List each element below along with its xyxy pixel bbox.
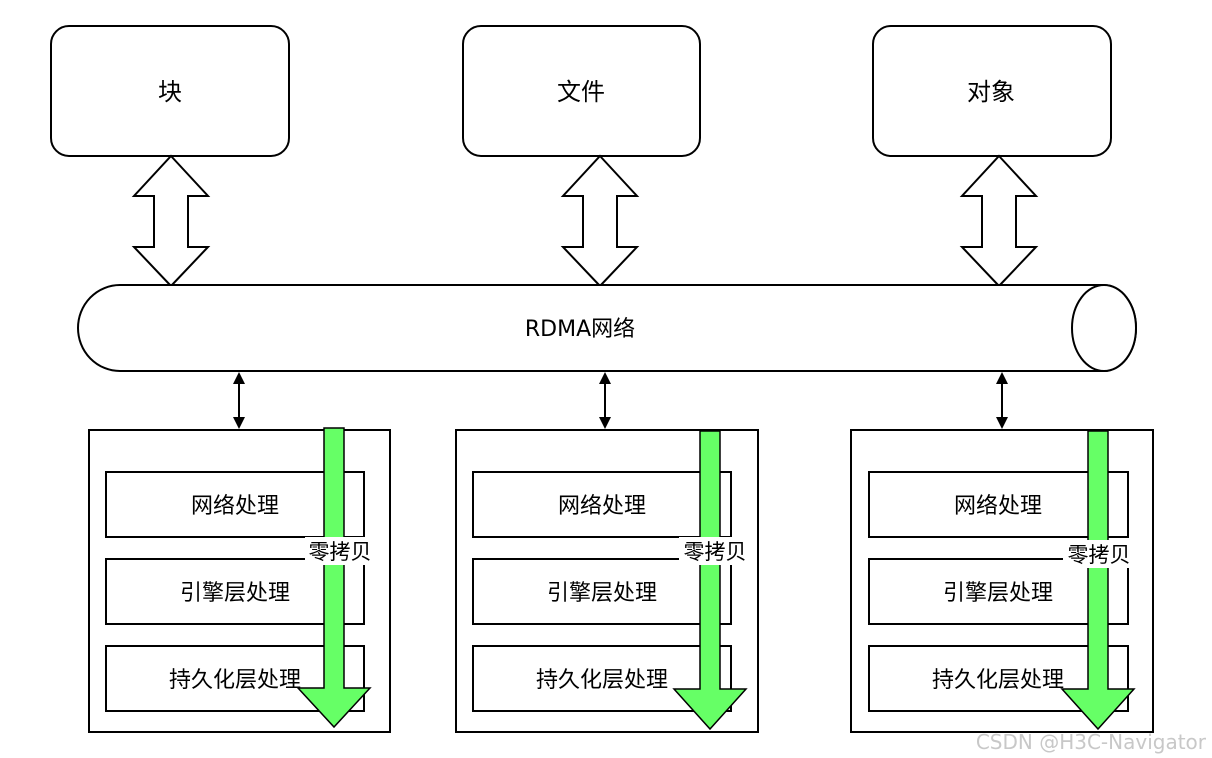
layer-box (868, 471, 1129, 538)
rdma-network-cylinder: RDMA网络 (77, 284, 1137, 372)
zero-copy-arrow (296, 427, 372, 729)
layer-label-network: 网络处理 (954, 494, 1042, 519)
layer-label-persistence: 持久化层处理 (169, 668, 301, 693)
layer-label-engine: 引擎层处理 (943, 581, 1053, 606)
zero-copy-arrow (1060, 430, 1136, 731)
zero-copy-arrow (672, 430, 748, 731)
top-box-label: 对象 (967, 78, 1015, 106)
top-box-file: 文件 (462, 25, 701, 157)
layer-box (472, 558, 732, 625)
storage-node: 网络处理 引擎层处理 持久化层处理 零拷贝 (455, 429, 759, 733)
zero-copy-label: 零拷贝 (309, 540, 372, 564)
layer-box (472, 471, 732, 538)
bidirectional-arrow (560, 154, 640, 288)
connector-arrow (599, 372, 611, 429)
top-box-label: 文件 (557, 78, 605, 106)
watermark: CSDN @H3C-Navigator (975, 730, 1206, 754)
layer-box (105, 558, 365, 625)
layer-box (868, 558, 1129, 625)
top-box-block: 块 (50, 25, 290, 157)
layer-label-network: 网络处理 (191, 494, 279, 519)
layer-label-engine: 引擎层处理 (547, 581, 657, 606)
network-label: RDMA网络 (525, 317, 635, 342)
bidirectional-arrow (959, 154, 1039, 288)
bidirectional-arrow (131, 154, 211, 288)
connector-arrow (996, 372, 1008, 429)
connector-arrow (233, 372, 245, 429)
top-box-label: 块 (158, 78, 182, 106)
layer-box (105, 645, 365, 712)
layer-label-persistence: 持久化层处理 (932, 668, 1064, 693)
layer-box (105, 471, 365, 538)
layer-label-network: 网络处理 (558, 494, 646, 519)
storage-node: 网络处理 引擎层处理 持久化层处理 零拷贝 (88, 427, 391, 733)
top-box-object: 对象 (872, 25, 1112, 157)
storage-node: 网络处理 引擎层处理 持久化层处理 零拷贝 (850, 429, 1154, 733)
layer-label-persistence: 持久化层处理 (536, 668, 668, 693)
zero-copy-label: 零拷贝 (684, 540, 747, 564)
zero-copy-label: 零拷贝 (1068, 543, 1131, 567)
layer-label-engine: 引擎层处理 (180, 581, 290, 606)
